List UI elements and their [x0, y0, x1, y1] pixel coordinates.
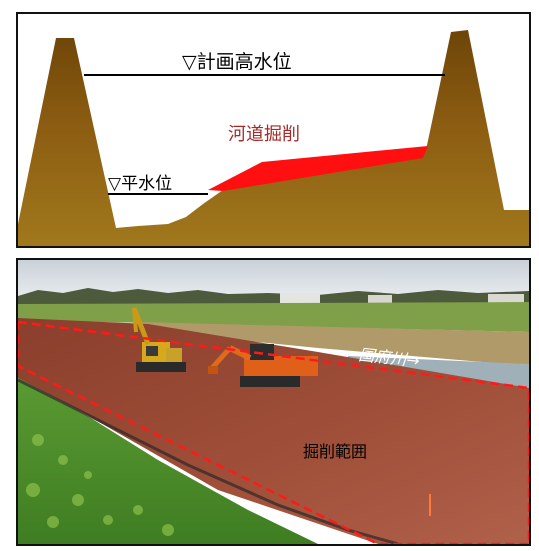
excavation-label: 河道掘削	[228, 124, 300, 145]
cross-section-diagram: ▽計画高水位 ▽平水位 河道掘削	[18, 30, 529, 246]
planned-high-water-label: ▽計画高水位	[182, 51, 292, 73]
excavation-area	[208, 146, 428, 191]
site-photo-panel: 国府川→ 掘削範囲	[16, 258, 531, 546]
reeds	[138, 322, 529, 366]
building	[368, 295, 392, 303]
leaf-texture	[26, 434, 174, 536]
building	[280, 293, 320, 303]
excavated-soil	[18, 318, 529, 544]
excavation-range-label: 掘削範囲	[303, 442, 367, 461]
sky	[18, 260, 529, 296]
building	[488, 294, 524, 303]
levee-ground	[18, 30, 529, 246]
cross-section-panel: ▽計画高水位 ▽平水位 河道掘削	[16, 12, 531, 248]
tree-line	[18, 288, 529, 306]
excavator-icon	[208, 344, 318, 387]
far-bank	[18, 302, 529, 332]
normal-water-label: ▽平水位	[108, 174, 172, 194]
foreground-grass	[18, 378, 318, 544]
site-photo: 国府川→ 掘削範囲	[18, 260, 529, 544]
river-water	[348, 356, 529, 388]
